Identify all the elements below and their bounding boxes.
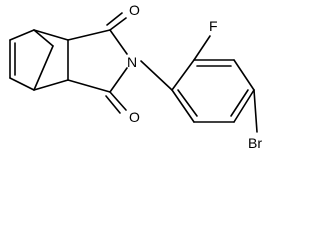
imide-ring bbox=[67, 12, 128, 114]
bond-co-top-double bbox=[106, 12, 123, 26]
bond-bridgehead-top-c3 bbox=[33, 29, 69, 41]
bond-carbonyl-bottom-n bbox=[109, 67, 128, 93]
bond-bridge-bridgehead-bottom bbox=[33, 45, 54, 91]
norbornene-ring bbox=[9, 29, 69, 91]
bond-ar4-br bbox=[253, 89, 258, 133]
oxygen-label-top: O bbox=[129, 2, 140, 18]
bond-ar1-ar2 bbox=[171, 59, 195, 91]
bond-bridgehead-bottom-c4 bbox=[33, 79, 69, 91]
bond-c4-carbonyl-bottom bbox=[67, 79, 111, 93]
bond-ar4-ar5 bbox=[233, 89, 255, 123]
bond-bridgehead-top-bridge bbox=[33, 29, 54, 47]
bond-ar4-ar5-double bbox=[230, 89, 249, 117]
bond-co-bottom bbox=[109, 91, 127, 111]
fluorine-label: F bbox=[209, 18, 218, 34]
bond-c1-bridgehead-top bbox=[9, 29, 35, 41]
bond-co-top bbox=[109, 17, 127, 31]
bromine-label: Br bbox=[248, 135, 262, 151]
bond-ar2-f bbox=[193, 35, 211, 61]
bond-ar6-ar1-double bbox=[177, 89, 198, 117]
bond-c3-carbonyl-top bbox=[67, 29, 111, 41]
bond-c2-bridgehead-bottom bbox=[9, 77, 35, 91]
nitrogen-label: N bbox=[127, 54, 137, 70]
bond-ar6-ar1 bbox=[171, 89, 195, 123]
aryl-ring bbox=[171, 59, 255, 123]
bond-ar3-ar4 bbox=[233, 59, 255, 91]
oxygen-label-bottom: O bbox=[129, 109, 140, 125]
bond-co-bottom-double bbox=[105, 95, 121, 114]
bond-carbonyl-top-n bbox=[109, 29, 128, 55]
bond-n-aryl bbox=[140, 60, 173, 91]
chemical-structure: O O N F Br bbox=[9, 2, 262, 151]
